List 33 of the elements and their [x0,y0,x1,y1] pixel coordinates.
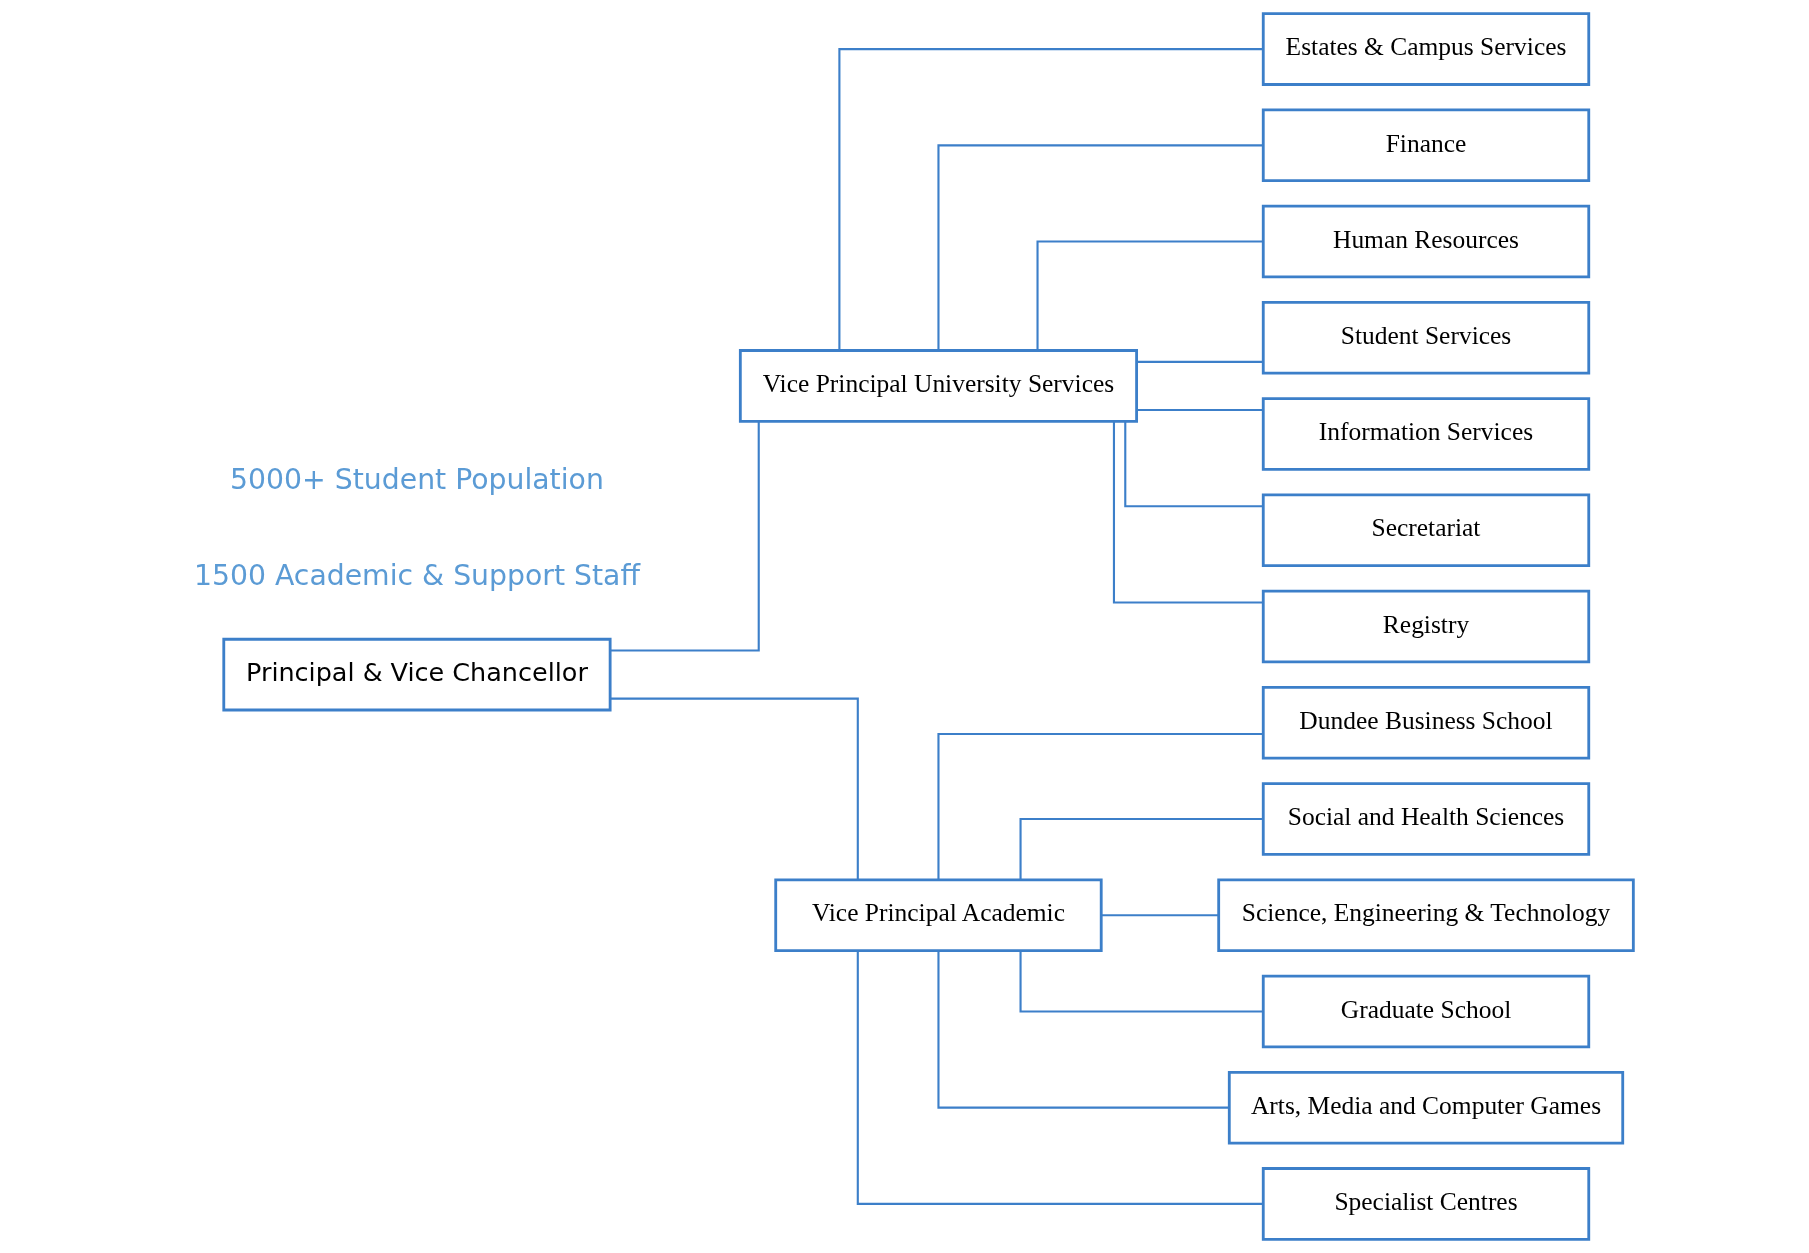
connector [937,733,1263,880]
node-box: Dundee Business School [1261,685,1591,760]
connector [1124,421,1263,508]
node-box: Vice Principal Academic [774,878,1103,952]
connector [1019,817,1263,880]
connector [1136,408,1263,412]
node-box: Secretariat [1261,493,1591,568]
node-box: Information Services [1261,397,1591,471]
label: 1500 Academic & Support Staff [193,559,640,593]
connector [610,697,859,880]
connector [856,950,1264,1205]
node-box: Social and Health Sciences [1261,782,1591,856]
node-box: Registry [1261,589,1591,664]
connector [1101,914,1219,917]
node-box: Student Services [1261,301,1591,375]
node-box: Finance [1261,108,1591,183]
node-box: Graduate School [1261,974,1591,1049]
connector [1112,421,1264,604]
node-box: Principal & Vice Chancellor [222,637,612,712]
connector [1019,951,1263,1013]
node-box: Estates & Campus Services [1261,12,1591,86]
node-box: Arts, Media and Computer Games [1227,1070,1625,1145]
connector [610,421,760,652]
connector [937,144,1263,351]
node-box: Human Resources [1261,204,1591,279]
node-box: Science, Engineering & Technology [1217,878,1635,952]
connector [838,48,1263,351]
connector [937,950,1230,1109]
connector [1136,360,1263,363]
node-box: Vice Principal University Services [738,349,1138,423]
label: 5000+ Student Population [230,463,604,497]
node-box: Specialist Centres [1261,1167,1591,1241]
connector [1036,240,1263,351]
